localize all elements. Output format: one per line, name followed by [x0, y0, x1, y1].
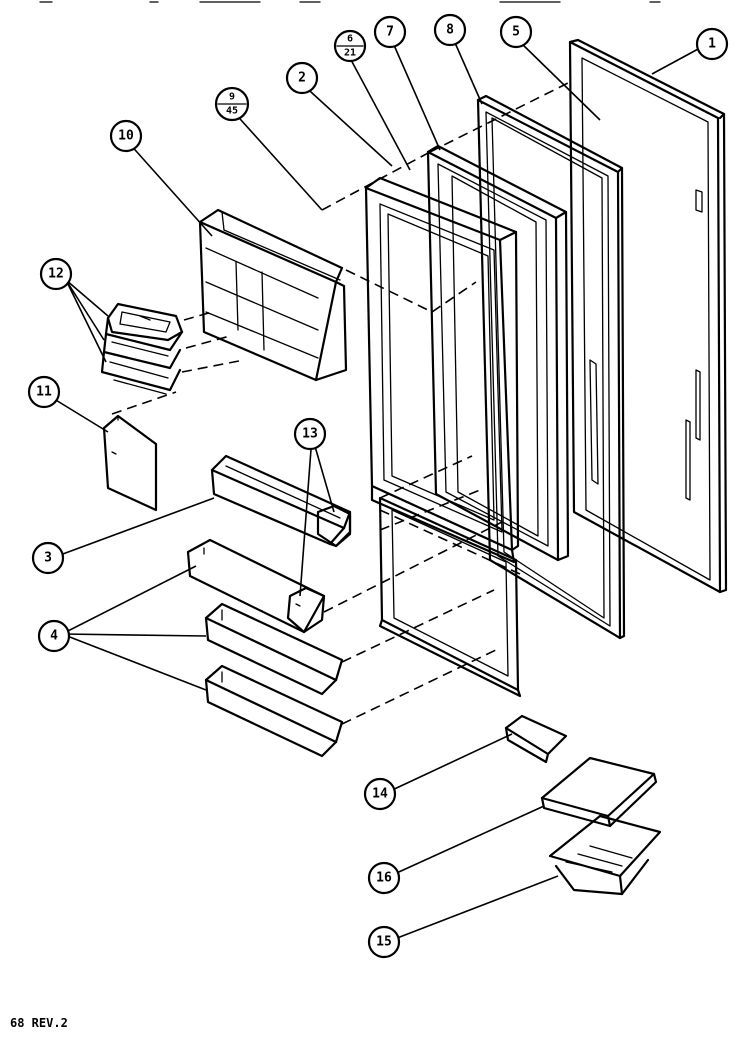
- callout-1: 1: [695, 27, 729, 61]
- part-4-door-bins: [186, 538, 344, 758]
- callout-8-label: 8: [446, 23, 454, 38]
- callout-6-label: 6: [347, 34, 353, 45]
- leader-lines: [45, 35, 701, 941]
- callout-21-label: 21: [344, 48, 356, 59]
- callout-2-label: 2: [298, 71, 306, 86]
- callout-1-label: 1: [708, 37, 716, 52]
- callout-11: 11: [27, 375, 61, 409]
- callout-10-label: 10: [118, 129, 134, 144]
- part-7-breaker-strip: [426, 144, 570, 562]
- callout-9-45: 9 45: [214, 86, 250, 122]
- callout-10: 10: [109, 119, 143, 153]
- callout-11-label: 11: [36, 385, 52, 400]
- part-3-door-bin: [210, 454, 352, 548]
- callout-12: 12: [39, 257, 73, 291]
- callout-2: 2: [285, 61, 319, 95]
- callout-14: 14: [363, 777, 397, 811]
- part-11-cover-panel: [102, 414, 158, 512]
- callout-16: 16: [367, 861, 401, 895]
- callout-45-label: 45: [226, 106, 238, 117]
- callout-16-label: 16: [376, 871, 392, 886]
- callout-12-label: 12: [48, 267, 64, 282]
- part-15-basket: [548, 814, 662, 896]
- callout-9-label: 9: [229, 92, 235, 103]
- part-10-door-shelf: [198, 208, 348, 382]
- part-8-door-gasket: [476, 94, 626, 640]
- revision-label: 68 REV.2: [10, 1016, 68, 1030]
- callout-3-label: 3: [44, 551, 52, 566]
- callout-14-label: 14: [372, 787, 388, 802]
- assembly-lines: [111, 81, 571, 725]
- callout-4: 4: [37, 619, 71, 653]
- part-14-small-tray: [504, 714, 568, 764]
- part-1-outer-door-panel: [568, 38, 728, 594]
- part-16-bin-lid: [540, 756, 658, 828]
- callout-4-label: 4: [50, 629, 58, 644]
- callout-15: 15: [367, 925, 401, 959]
- callout-8: 8: [433, 13, 467, 47]
- part-2-door-liner: [364, 176, 522, 698]
- callout-7: 7: [373, 15, 407, 49]
- callout-5-label: 5: [512, 25, 520, 40]
- callout-15-label: 15: [376, 935, 392, 950]
- part-12-storage-tubs: [100, 302, 184, 395]
- part-13-bin-end-caps: [286, 504, 352, 634]
- callout-5: 5: [499, 15, 533, 49]
- callout-13: 13: [293, 417, 327, 451]
- callout-13-label: 13: [302, 427, 318, 442]
- callout-3: 3: [31, 541, 65, 575]
- callout-6-21: 6 21: [333, 29, 367, 63]
- callout-7-label: 7: [386, 25, 394, 40]
